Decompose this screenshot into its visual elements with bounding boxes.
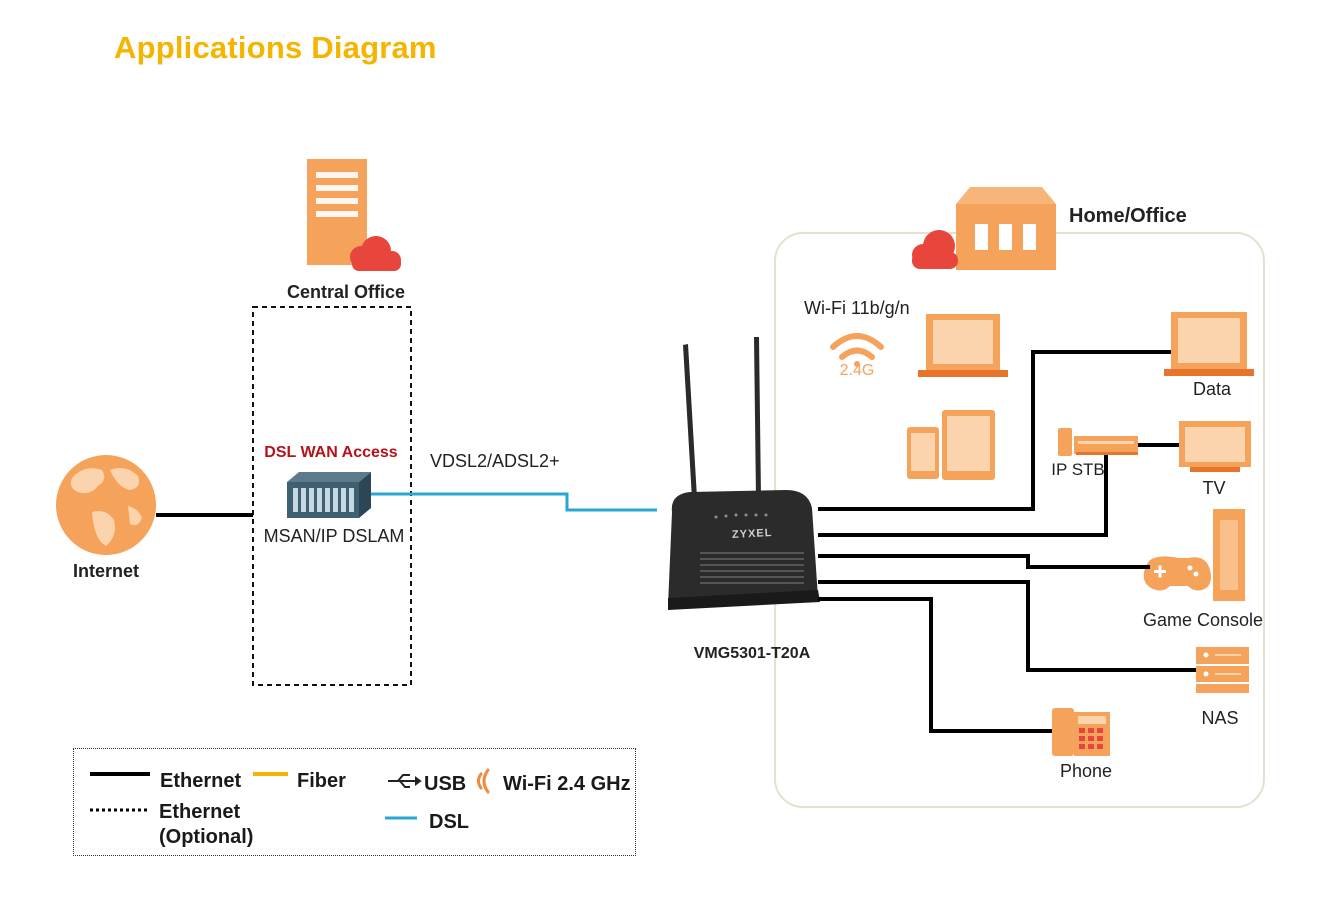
dslam-icon bbox=[287, 472, 371, 518]
building-icon bbox=[956, 187, 1056, 270]
legend-ethernet-label: Ethernet bbox=[160, 770, 242, 792]
cloud-icon bbox=[350, 236, 401, 271]
legend-optional-label: (Optional) bbox=[159, 826, 254, 848]
tv-icon bbox=[1179, 421, 1251, 472]
phone-label: Phone bbox=[1059, 761, 1113, 781]
legend bbox=[73, 748, 636, 856]
dsl-link-label: VDSL2/ADSL2+ bbox=[430, 451, 560, 471]
ethernet-link-data bbox=[818, 350, 1171, 511]
settop-box-icon bbox=[1058, 428, 1138, 456]
wifi-icon bbox=[830, 333, 884, 367]
ethernet-link-nas bbox=[818, 580, 1196, 672]
dsl-wan-access-label: DSL WAN Access bbox=[264, 444, 398, 461]
data-label: Data bbox=[1192, 379, 1232, 399]
router-icon bbox=[668, 337, 820, 610]
ethernet-link-stb bbox=[818, 455, 1108, 537]
wifi-standard-label: Wi-Fi 11b/g/n bbox=[804, 298, 910, 318]
dsl-link bbox=[371, 492, 657, 512]
ethernet-link-game bbox=[818, 554, 1150, 569]
laptop-icon bbox=[918, 314, 1008, 377]
router-brand-label: ZYXEL bbox=[731, 526, 773, 542]
central-office-box bbox=[252, 306, 412, 686]
wifi-signal-icon bbox=[477, 768, 490, 794]
phone-icon bbox=[1052, 708, 1110, 756]
laptop-icon bbox=[1164, 312, 1254, 376]
legend-usb-label: USB bbox=[424, 773, 467, 795]
internet-label: Internet bbox=[72, 561, 140, 581]
tablet-icon bbox=[907, 410, 995, 480]
central-office-label: Central Office bbox=[286, 282, 406, 302]
gamepad-icon bbox=[1143, 556, 1211, 591]
cloud-icon bbox=[912, 230, 958, 269]
home-office-label: Home/Office bbox=[1069, 205, 1187, 227]
nas-label: NAS bbox=[1201, 708, 1239, 728]
legend-dsl-label: DSL bbox=[429, 811, 469, 833]
page-title: Applications Diagram bbox=[114, 30, 437, 65]
ip-stb-label: IP STB bbox=[1051, 460, 1105, 479]
ethernet-link-phone bbox=[818, 597, 1052, 733]
usb-icon bbox=[388, 774, 422, 788]
legend-fiber-label: Fiber bbox=[297, 770, 346, 792]
console-tower-icon bbox=[1213, 509, 1245, 601]
legend-wifi-label: Wi-Fi 2.4 GHz bbox=[503, 773, 631, 795]
msan-label: MSAN/IP DSLAM bbox=[263, 526, 405, 546]
router-model-label: VMG5301-T20A bbox=[693, 645, 811, 662]
tv-label: TV bbox=[1202, 478, 1226, 498]
legend-ethernet-optional-label: Ethernet bbox=[159, 801, 241, 823]
game-console-label: Game Console bbox=[1142, 610, 1264, 630]
globe-icon bbox=[56, 455, 156, 555]
wifi-band-label: 2.4G bbox=[839, 362, 875, 379]
nas-icon bbox=[1196, 647, 1249, 693]
ethernet-links bbox=[818, 350, 1196, 733]
